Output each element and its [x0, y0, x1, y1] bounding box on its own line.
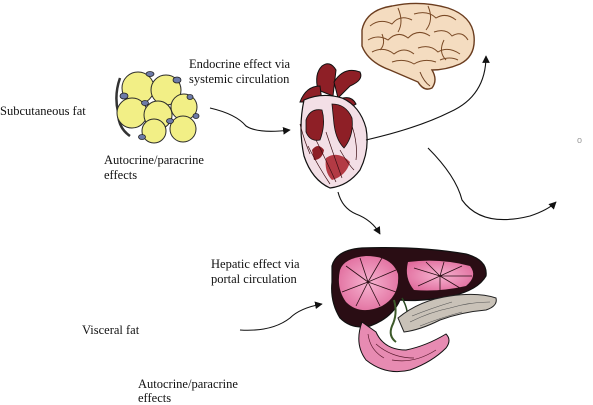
arrow-heart-to-periphery	[427, 147, 557, 221]
label-autocrine-top-line1: Autocrine/paracrine	[104, 153, 204, 167]
arrows	[209, 55, 557, 331]
arrow-heart-to-brain	[365, 55, 490, 141]
fat-cells-illustration	[115, 71, 200, 144]
label-hepatic-line2: portal circulation	[211, 272, 297, 286]
arrow-fat-to-heart	[209, 107, 291, 135]
liver-illustration	[331, 247, 497, 373]
label-subcutaneous-fat: Subcutaneous fat	[0, 104, 86, 118]
arrow-visceral-to-liver	[239, 301, 323, 331]
heart-illustration	[299, 63, 368, 189]
label-endocrine-line1: Endocrine effect via	[189, 57, 291, 71]
label-autocrine-top-line2: effects	[104, 168, 138, 182]
edge-mark: o	[577, 135, 582, 145]
label-endocrine-line2: systemic circulation	[189, 72, 290, 86]
label-hepatic-line1: Hepatic effect via	[211, 257, 300, 271]
brain-illustration	[361, 2, 475, 90]
label-autocrine-bottom-line1: Autocrine/paracrine	[138, 377, 238, 391]
label-autocrine-bottom-line2: effects	[138, 391, 172, 405]
arrow-heart-to-liver	[337, 191, 381, 235]
label-visceral-fat: Visceral fat	[82, 323, 140, 337]
